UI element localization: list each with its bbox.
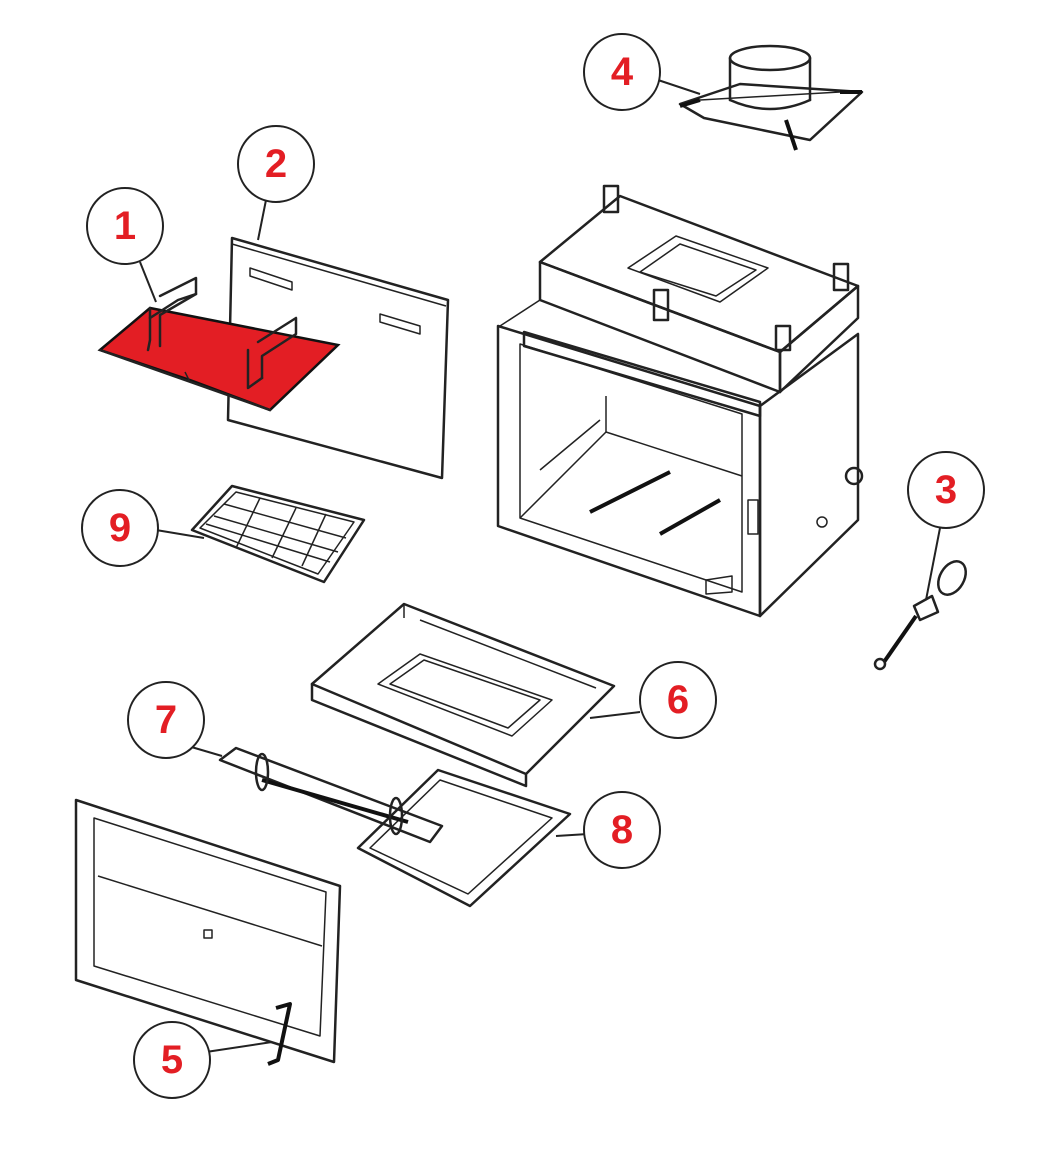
leader-lines (139, 79, 941, 1053)
firebox-main-body[interactable] (496, 184, 864, 618)
callout-5: 5 (133, 1021, 211, 1099)
part-8-drip-tray[interactable] (356, 768, 572, 908)
callout-2-label: 2 (265, 142, 287, 186)
callout-1: 1 (86, 187, 164, 265)
callout-4-label: 4 (611, 50, 634, 94)
callout-6-label: 6 (667, 678, 689, 722)
callout-7: 7 (127, 681, 205, 759)
callout-7-label: 7 (155, 698, 177, 742)
callout-1-label: 1 (114, 204, 136, 248)
callout-4: 4 (583, 33, 661, 111)
callout-9: 9 (81, 489, 159, 567)
callout-5-label: 5 (161, 1038, 183, 1082)
part-5-glass-door[interactable] (74, 798, 342, 1066)
callout-8: 8 (583, 791, 661, 869)
callout-2: 2 (237, 125, 315, 203)
callout-3: 3 (907, 451, 985, 529)
callout-3-label: 3 (935, 468, 957, 512)
part-9-grate[interactable] (190, 484, 366, 584)
part-3-sensor[interactable] (873, 556, 971, 671)
part-1-base-plate-highlighted[interactable] (97, 276, 341, 412)
part-4-flue-collar[interactable] (678, 44, 864, 151)
part-7-burner-rod[interactable] (218, 746, 444, 844)
callout-8-label: 8 (611, 808, 633, 852)
callout-6: 6 (639, 661, 717, 739)
callout-9-label: 9 (109, 506, 131, 550)
part-6-base-frame[interactable] (310, 602, 616, 788)
